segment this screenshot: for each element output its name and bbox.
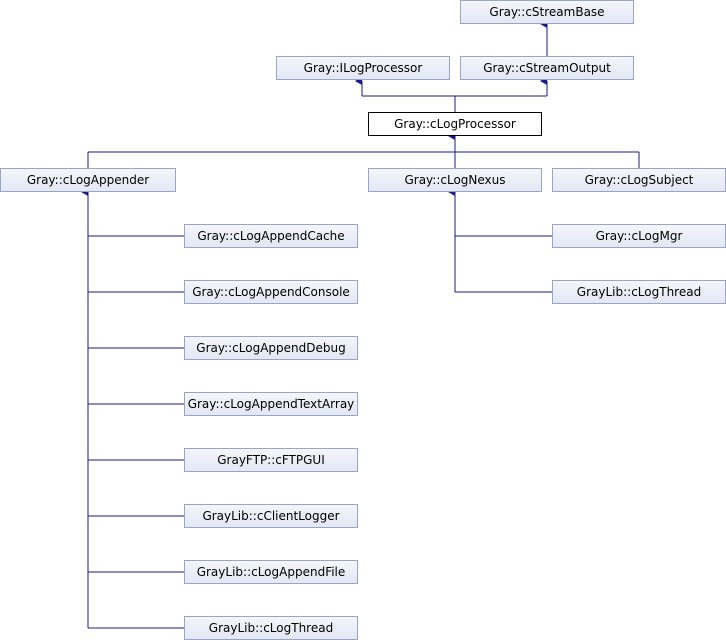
node-clogthread-appender[interactable]: GrayLib::cLogThread [184,616,358,640]
node-ilogprocessor[interactable]: Gray::ILogProcessor [276,56,450,80]
node-cftpgui[interactable]: GrayFTP::cFTPGUI [184,448,358,472]
node-clogappenddebug[interactable]: Gray::cLogAppendDebug [184,336,358,360]
node-cclientlogger[interactable]: GrayLib::cClientLogger [184,504,358,528]
node-clogappendtextarray[interactable]: Gray::cLogAppendTextArray [184,392,358,416]
node-clogprocessor: Gray::cLogProcessor [368,112,542,136]
node-clogsubject[interactable]: Gray::cLogSubject [552,168,726,192]
node-clognexus[interactable]: Gray::cLogNexus [368,168,542,192]
node-clogthread-nexus[interactable]: GrayLib::cLogThread [552,280,726,304]
node-clogappendconsole[interactable]: Gray::cLogAppendConsole [184,280,358,304]
node-clogmgr[interactable]: Gray::cLogMgr [552,224,726,248]
node-cstreambase[interactable]: Gray::cStreamBase [460,0,634,24]
node-clogappendfile[interactable]: GrayLib::cLogAppendFile [184,560,358,584]
node-cstreamoutput[interactable]: Gray::cStreamOutput [460,56,634,80]
node-clogappender[interactable]: Gray::cLogAppender [0,168,176,192]
node-clogappendcache[interactable]: Gray::cLogAppendCache [184,224,358,248]
